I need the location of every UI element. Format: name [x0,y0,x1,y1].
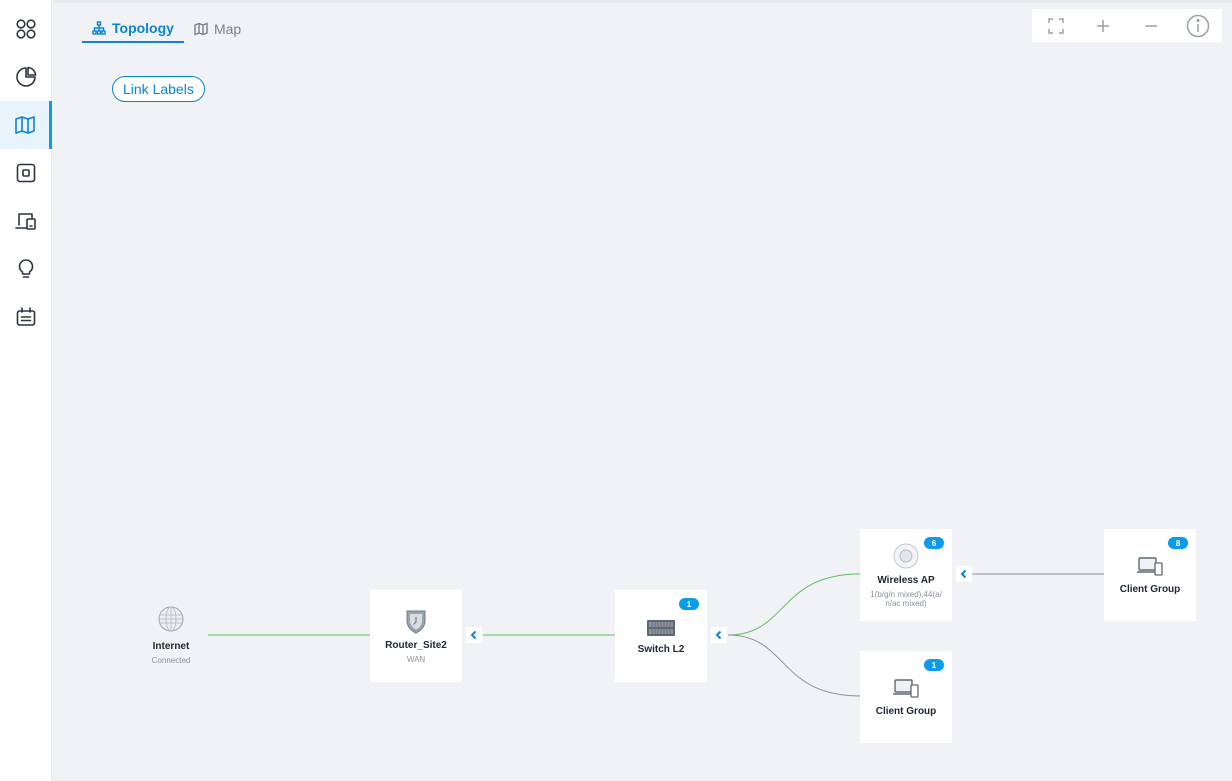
map-icon [14,116,35,134]
client-group-wireless-node[interactable]: 8 Client Group [1104,529,1196,621]
router-collapse-button[interactable] [466,627,482,643]
link-switch-clientgroup [727,634,861,697]
statistics-icon [16,66,37,87]
zoom-in-icon [1097,19,1110,32]
switch-node[interactable]: 1 Switch L2 [615,590,707,682]
insight-icon [18,259,34,278]
info-button[interactable] [1175,9,1223,42]
sidebar-item-dashboard[interactable] [0,5,52,53]
zoom-out-button[interactable] [1127,9,1175,42]
client-group-wired-node[interactable]: 1 Client Group [860,651,952,743]
wireless-ap-name: Wireless AP [877,574,935,586]
chevron-left-icon [470,630,477,640]
router-sub: WAN [406,655,426,664]
client-group-wireless-badge: 8 [1168,537,1188,549]
client-devices-icon [1137,556,1163,576]
fullscreen-icon [1048,17,1064,34]
chevron-left-icon [960,569,967,579]
switch-name: Switch L2 [637,643,685,655]
map-toolbar [1032,9,1222,42]
devices-icon [16,163,36,183]
zoom-out-icon [1144,24,1157,27]
zoom-in-button[interactable] [1080,9,1128,42]
client-group-wireless-name: Client Group [1119,583,1181,595]
sidebar-item-statistics[interactable] [0,53,52,101]
wireless-ap-radio-line2: n/ac mixed) [885,598,927,608]
clients-icon [15,213,36,230]
sidebar-item-insight[interactable] [0,245,52,293]
tab-map-label: Map [213,21,242,37]
switch-icon [647,619,675,636]
main-content: Topology Map Link Labels [53,0,1232,781]
log-icon [16,307,36,326]
dashboard-icon [16,19,36,39]
router-name: Router_Site2 [385,640,447,651]
topology-links [208,573,1104,697]
view-tabs: Topology Map [82,15,251,43]
internet-status: Connected [151,656,191,665]
globe-icon [158,606,184,632]
switch-collapse-button[interactable] [711,627,727,643]
top-strip [53,0,1232,3]
client-group-wired-badge: 1 [924,659,944,671]
tab-map[interactable]: Map [184,15,251,43]
link-labels-button[interactable]: Link Labels [112,76,205,102]
sidebar-item-log[interactable] [0,293,52,341]
sidebar-item-map[interactable] [0,101,52,149]
client-devices-icon [893,678,919,698]
sidebar-item-clients[interactable] [0,197,52,245]
tab-topology[interactable]: Topology [82,15,184,43]
topology-icon [92,21,106,35]
switch-badge: 1 [679,598,699,610]
wireless-ap-badge: 6 [924,537,944,549]
internet-name: Internet [152,641,190,652]
sidebar-item-devices[interactable] [0,149,52,197]
sidebar [0,0,52,781]
info-icon [1187,14,1210,37]
map-icon [194,22,208,36]
access-point-icon [893,543,919,568]
wireless-ap-node[interactable]: 6 Wireless AP 1(b/g/n mixed),44(a/ n/ac … [860,529,952,621]
router-node[interactable]: Router_Site2 WAN [370,590,462,682]
tab-topology-label: Topology [112,20,174,36]
fullscreen-button[interactable] [1032,9,1080,42]
client-group-wired-name: Client Group [875,705,937,717]
internet-node[interactable]: Internet Connected [136,606,206,665]
link-switch-ap [727,573,861,636]
chevron-left-icon [715,630,722,640]
wireless-ap-radio-line1: 1(b/g/n mixed),44(a/ [870,589,942,599]
wireless-ap-collapse-button[interactable] [956,566,972,582]
router-shield-icon [406,610,426,634]
